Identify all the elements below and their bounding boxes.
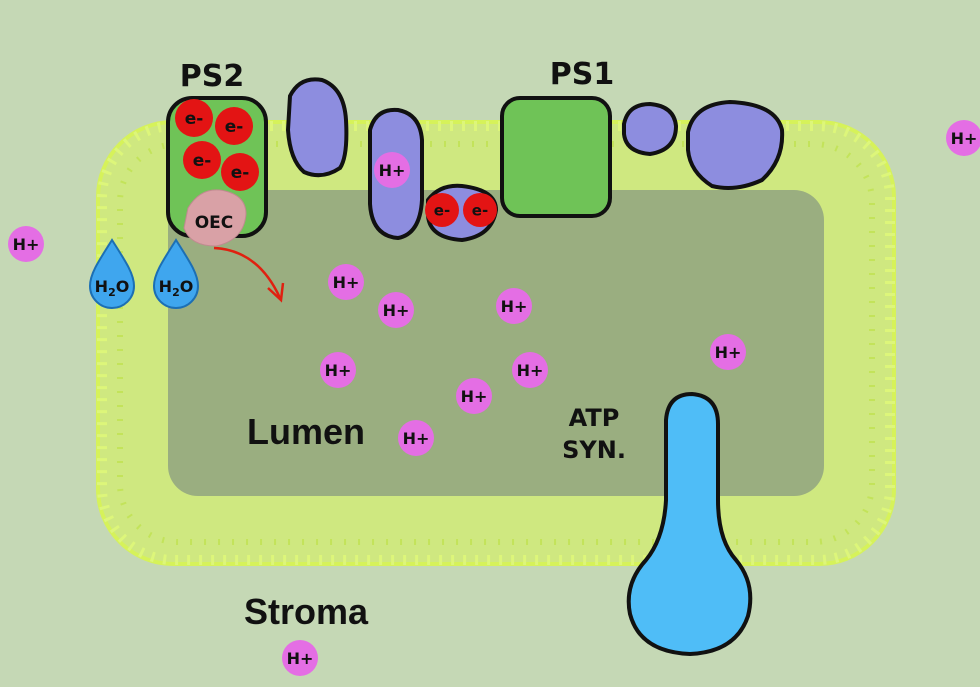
proton: H+: [328, 264, 364, 300]
proton-label: H+: [951, 129, 978, 148]
proton: H+: [398, 420, 434, 456]
ps1-label: PS1: [550, 57, 614, 92]
proton: H+: [946, 120, 980, 156]
electron-circle: [215, 107, 253, 145]
proton: H+: [710, 334, 746, 370]
proton: H+: [374, 152, 410, 188]
ps2-label: PS2: [180, 59, 244, 94]
proton-circle: [8, 226, 44, 262]
proton-label: H+: [383, 301, 410, 320]
proton-label: H+: [403, 429, 430, 448]
water-molecule: H2O: [152, 238, 200, 309]
electron: e-: [425, 193, 459, 227]
proton-label: H+: [333, 273, 360, 292]
electron-label: e-: [472, 201, 488, 219]
water-h: H: [95, 277, 108, 296]
electron-circle: [183, 141, 221, 179]
arrow-head: [267, 282, 285, 303]
electron: e-: [215, 107, 253, 145]
proton-circle: [282, 640, 318, 676]
electron-label: e-: [185, 109, 204, 129]
electron-circle: [221, 153, 259, 191]
water-sub: 2: [108, 286, 116, 299]
ps2-electrons: e-e-e-e-: [175, 99, 259, 191]
ferredoxin-carrier: [622, 101, 679, 157]
electron-label: e-: [193, 151, 212, 171]
electron-circle: [463, 193, 497, 227]
proton: H+: [512, 352, 548, 388]
electron: e-: [221, 153, 259, 191]
proton-circle: [320, 352, 356, 388]
proton-label: H+: [379, 161, 406, 180]
proton-label: H+: [501, 297, 528, 316]
electron-circle: [425, 193, 459, 227]
proton-circle: [946, 120, 980, 156]
proton: H+: [496, 288, 532, 324]
photosystem-1: [500, 96, 612, 218]
proton-label: H+: [287, 649, 314, 668]
electron-label: e-: [231, 163, 250, 183]
atp-synthase: [626, 391, 753, 657]
water-o: O: [180, 277, 194, 296]
oxygen-evolving-complex: OEC: [183, 189, 247, 247]
proton: H+: [320, 352, 356, 388]
svg-text:H2O: H2O: [159, 277, 194, 299]
electron-flow-arrow: [213, 246, 282, 299]
svg-text:H2O: H2O: [95, 277, 130, 299]
proton-label: H+: [715, 343, 742, 362]
carrier-electrons: e-e-: [425, 193, 497, 227]
electron-label: e-: [225, 117, 244, 137]
lumen-label: Lumen: [247, 411, 365, 452]
electron: e-: [175, 99, 213, 137]
proton-circle: [398, 420, 434, 456]
proton-label: H+: [13, 235, 40, 254]
proton-circle: [456, 378, 492, 414]
proton-label: H+: [325, 361, 352, 380]
proton-circle: [512, 352, 548, 388]
water-sub: 2: [172, 286, 180, 299]
atp-synthase-label-line1: ATP: [569, 404, 620, 432]
proton-label: H+: [517, 361, 544, 380]
stroma-label: Stroma: [244, 591, 369, 632]
proton-circle: [378, 292, 414, 328]
electron: e-: [183, 141, 221, 179]
proton: H+: [282, 640, 318, 676]
proton-circle: [710, 334, 746, 370]
electron-circle: [175, 99, 213, 137]
electron-label: e-: [434, 201, 450, 219]
proton-circle: [374, 152, 410, 188]
proton: H+: [8, 226, 44, 262]
proton-circle: [496, 288, 532, 324]
proton-label: H+: [461, 387, 488, 406]
proton: H+: [378, 292, 414, 328]
protons: H+ H+ H+ H+ H+ H+ H+ H+ H+ H+ H+ H+: [8, 120, 980, 676]
plastoquinone-carrier: [285, 77, 349, 178]
reductase-complex: [686, 99, 785, 190]
water-h: H: [159, 277, 172, 296]
proton: H+: [456, 378, 492, 414]
water-molecule: H2O: [88, 238, 136, 309]
electron: e-: [463, 193, 497, 227]
lumen-region: [168, 190, 824, 496]
atp-synthase-label-line2: SYN.: [562, 436, 626, 464]
water-o: O: [116, 277, 130, 296]
oec-label: OEC: [195, 213, 234, 233]
proton-circle: [328, 264, 364, 300]
